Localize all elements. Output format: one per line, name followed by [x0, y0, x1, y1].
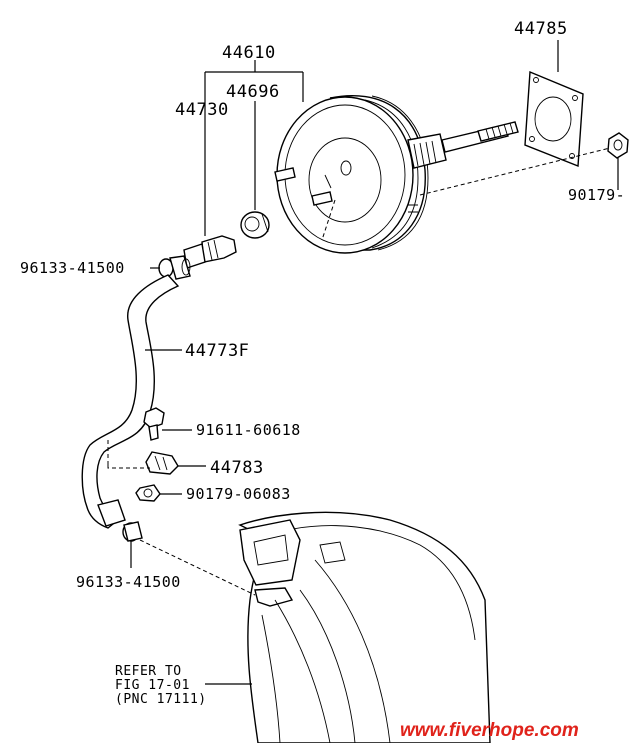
label-44785: 44785 — [514, 19, 568, 39]
reference-note: REFER TO FIG 17-01 (PNC 17111) — [115, 664, 252, 707]
label-90179-bottom: 90179-06083 — [186, 485, 291, 503]
hose-clamp-top — [150, 255, 191, 280]
grommet-44696 — [240, 101, 270, 239]
reference-line-1: REFER TO — [115, 664, 182, 679]
dashed-leaders — [107, 147, 611, 596]
brake-booster — [274, 94, 519, 254]
reference-line-2: FIG 17-01 — [115, 678, 190, 693]
reference-line-3: (PNC 17111) — [115, 692, 207, 707]
label-44696: 44696 — [226, 82, 280, 102]
nut-90179-bottom — [135, 484, 182, 502]
label-44773f: 44773F — [185, 341, 249, 361]
label-44730: 44730 — [175, 100, 229, 120]
label-44783: 44783 — [210, 458, 264, 478]
vacuum-hose-44773f — [81, 274, 182, 529]
label-96133-top: 96133-41500 — [20, 259, 125, 277]
hose-bracket-44783 — [145, 451, 206, 475]
label-96133-bottom: 96133-41500 — [76, 573, 181, 591]
hose-clamp-bottom — [122, 521, 143, 568]
label-90179-top: 90179- — [568, 186, 625, 204]
booster-gasket — [524, 70, 584, 168]
bolt-91611 — [143, 407, 192, 441]
intake-manifold — [238, 511, 491, 743]
watermark-text[interactable]: www.fiverhope.com — [400, 720, 579, 741]
nut-90179-top — [607, 132, 629, 190]
label-bracket-44610 — [205, 60, 304, 102]
check-valve-44730 — [183, 72, 237, 269]
label-91611: 91611-60618 — [196, 421, 301, 439]
label-44610: 44610 — [222, 43, 276, 63]
